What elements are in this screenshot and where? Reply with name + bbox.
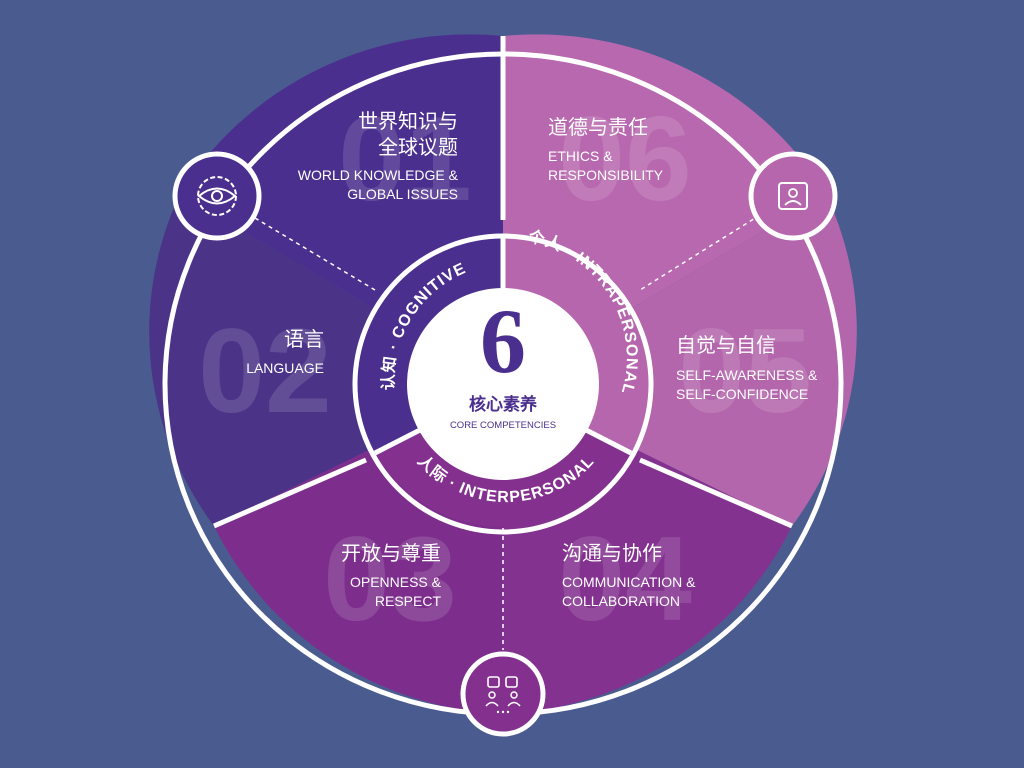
eye-gear-icon[interactable]	[172, 151, 262, 241]
watermark-01: 01	[338, 92, 471, 226]
segment-04-zh: 沟通与协作	[562, 541, 662, 565]
watermark-05: 05	[678, 304, 811, 438]
center-title-en: CORE COMPETENCIES	[450, 420, 556, 431]
segment-01-en-line2: GLOBAL ISSUES	[347, 186, 458, 202]
segment-03-en-line1: OPENNESS &	[350, 574, 442, 590]
segment-03-zh: 开放与尊重	[341, 541, 441, 565]
watermark-03: 03	[323, 512, 456, 646]
segment-06-zh: 道德与责任	[548, 115, 648, 139]
watermark-04: 04	[558, 512, 692, 646]
segment-06-en-line2: RESPONSIBILITY	[548, 167, 664, 183]
profile-card-icon[interactable]	[748, 151, 838, 241]
segment-02-en: LANGUAGE	[246, 360, 324, 376]
segment-05-label: 自觉与自信 SELF-AWARENESS & SELF-CONFIDENCE	[676, 333, 818, 402]
segment-01-zh-line1: 世界知识与	[358, 109, 458, 133]
segment-03-en-line2: RESPECT	[375, 593, 442, 609]
segment-06-label: 道德与责任 ETHICS & RESPONSIBILITY	[548, 115, 664, 183]
dashed-connectors	[254, 214, 761, 650]
center-numeral: 6	[480, 290, 526, 392]
segment-05-en-line2: SELF-CONFIDENCE	[676, 386, 808, 402]
segment-02-label: 语言 LANGUAGE	[246, 327, 324, 376]
segment-05-zh: 自觉与自信	[676, 333, 776, 357]
people-chat-icon[interactable]	[460, 651, 546, 737]
center-circle	[407, 288, 599, 480]
segment-01-zh-line2: 全球议题	[378, 135, 458, 159]
sector-dividers	[213, 36, 793, 529]
segment-04-en-line1: COMMUNICATION &	[562, 574, 696, 590]
segment-04-label: 沟通与协作 COMMUNICATION & COLLABORATION	[562, 541, 696, 609]
segment-05-en-line1: SELF-AWARENESS &	[676, 367, 818, 383]
segment-01-en-line1: WORLD KNOWLEDGE &	[298, 167, 459, 183]
sector-05[interactable]	[503, 194, 857, 526]
segment-02-zh: 语言	[284, 327, 324, 351]
watermark-06: 06	[558, 92, 691, 226]
center-emblem: 6 核心素养 CORE COMPETENCIES	[450, 290, 556, 431]
segment-03-label: 开放与尊重 OPENNESS & RESPECT	[341, 541, 442, 609]
segment-06-en-line1: ETHICS &	[548, 148, 613, 164]
watermark-numbers: 01 02 03 04 05 06	[198, 92, 811, 646]
center-title-zh: 核心素养	[469, 394, 538, 415]
segment-01-label: 世界知识与 全球议题 WORLD KNOWLEDGE & GLOBAL ISSU…	[298, 109, 459, 202]
watermark-02: 02	[198, 304, 331, 438]
sector-02[interactable]	[149, 194, 503, 526]
segment-04-en-line2: COLLABORATION	[562, 593, 680, 609]
